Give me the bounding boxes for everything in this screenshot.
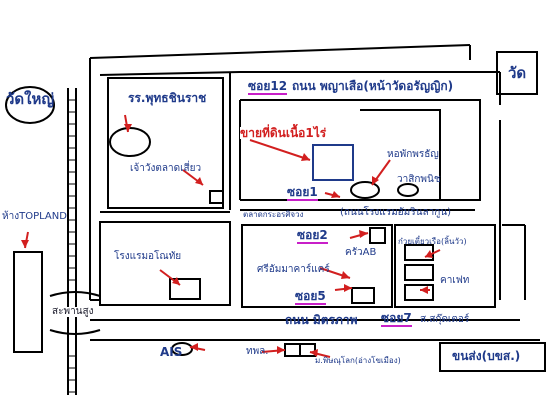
soi1-sub-label: ตลาดกระอรศิจวง <box>243 210 304 219</box>
wat-yai-circle <box>5 86 55 124</box>
school-label: รร.พุทธชินราช <box>128 91 207 105</box>
ais-label: AIS <box>160 345 183 359</box>
bridge-bottom <box>49 329 101 335</box>
hotel-left-label: โรงแรมอโณทัย <box>114 251 182 262</box>
clinic-label: วาสิกพนิช <box>397 174 441 185</box>
topland-building <box>13 251 43 353</box>
hotel-road-label: (ถนนโรงแรมอัมรินลากูน) <box>340 207 452 218</box>
road-north-label: ถนน พญาเสือ(หน้าวัดอรัญญิก) <box>292 79 454 93</box>
block-lower-middle <box>241 224 393 308</box>
noodle-label: ก๋วยเตี๋ยวเรือ(ลิ้นวัว) <box>398 237 467 246</box>
shop-label: ขายที่ดินเนื้อ1ไร่ <box>240 126 327 140</box>
hospital-label: ทพล. <box>246 346 269 357</box>
kitchen-label: ครัวAB <box>345 247 377 258</box>
bus-station <box>439 342 546 372</box>
chao-wong-label: เจ้าวังตลาดเสี่ยว <box>130 163 202 174</box>
block-hotel-left <box>99 221 231 306</box>
hotel-left-building <box>169 278 201 300</box>
soi12-label: ซอย12 <box>248 79 288 95</box>
bridge-label: สะพานสูง <box>52 306 94 317</box>
sor-sar-label: ส.สกุ๊ดเตอร์ <box>420 314 470 325</box>
land-plot <box>312 144 354 181</box>
block-lower-right <box>394 224 496 308</box>
soi1-label: ซอย1 <box>287 185 318 201</box>
wat-building <box>496 51 538 95</box>
soi5-label: ซอย5 <box>295 289 326 305</box>
university-label: ม.พิษณุโลก(อ่างโขเมือง) <box>315 356 401 365</box>
wat-label: วัด <box>508 64 527 82</box>
wat-yai-label: วัดใหญ่ <box>6 90 55 108</box>
cafe-label: คาเฟท <box>440 275 470 286</box>
block-school <box>107 77 224 209</box>
arrow-shop <box>249 139 311 161</box>
arrowheads <box>21 124 433 357</box>
road-top-north-edge <box>89 44 471 59</box>
soi7-label: ซอย7 <box>381 311 412 327</box>
railway-ties <box>68 99 76 393</box>
soi2-label: ซอย2 <box>297 228 328 244</box>
school-pond <box>109 127 151 157</box>
road-top-south-edge-left <box>99 71 241 76</box>
block-middle-upper <box>240 99 481 201</box>
hostel-label: หอพักพรธัญ <box>387 149 439 160</box>
bus-station-label: ขนส่ง(บขส.) <box>452 349 521 363</box>
road-main-label: ถนน มิตรภาพ <box>285 313 358 327</box>
topland-label: ห้างTOPLAND <box>2 211 67 222</box>
inner-road <box>360 109 441 200</box>
bridge-top <box>49 291 101 297</box>
sweet-shop-label: ศรีอัมมาคาร์แคร์ <box>257 264 330 275</box>
